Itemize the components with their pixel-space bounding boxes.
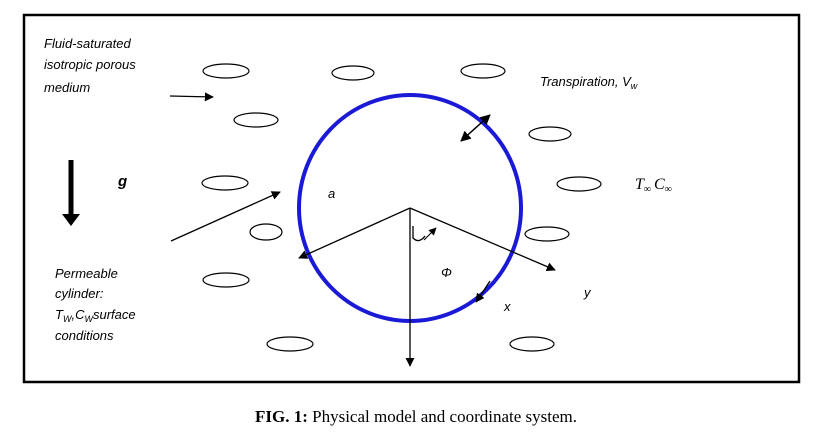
pore bbox=[460, 63, 506, 79]
pore bbox=[556, 176, 602, 192]
figure-caption: FIG. 1: Physical model and coordinate sy… bbox=[0, 407, 832, 427]
pore bbox=[524, 226, 570, 242]
cylinder-label-line4: conditions bbox=[55, 328, 114, 343]
pore bbox=[249, 223, 283, 241]
caption-label: FIG. 1: bbox=[254, 407, 308, 426]
cylinder-label-line2: cylinder: bbox=[55, 286, 104, 301]
transpiration-label: Transpiration, Vw bbox=[540, 74, 638, 91]
cylinder-label-line1: Permeable bbox=[55, 266, 118, 281]
y-axis-label: y bbox=[583, 285, 592, 300]
pore bbox=[266, 336, 314, 352]
cylinder-pointer-arrow bbox=[170, 191, 281, 242]
pore bbox=[201, 175, 249, 191]
gravity-arrowhead bbox=[62, 214, 80, 226]
radius-label: a bbox=[328, 186, 335, 201]
gravity-label: g bbox=[117, 173, 127, 190]
transpiration-arrow bbox=[460, 114, 491, 142]
pore bbox=[233, 112, 279, 128]
phi-angle-arc bbox=[412, 226, 426, 242]
x-axis-label: x bbox=[503, 299, 511, 314]
medium-pointer-arrow bbox=[169, 92, 214, 102]
caption-text: Physical model and coordinate system. bbox=[307, 407, 577, 426]
pore bbox=[202, 63, 250, 79]
medium-label-line1: Fluid-saturated bbox=[44, 36, 131, 51]
y-axis-arrow bbox=[409, 207, 556, 271]
figure-frame bbox=[22, 13, 801, 384]
pore bbox=[202, 272, 250, 288]
pore bbox=[509, 336, 555, 352]
medium-label-line2: isotropic porous bbox=[44, 57, 136, 72]
pore bbox=[331, 65, 375, 81]
radius-arrow bbox=[298, 207, 411, 259]
x-direction-arrow bbox=[475, 280, 491, 303]
phi-angle-arrow bbox=[423, 227, 437, 241]
pore bbox=[528, 126, 572, 142]
angle-phi-label: Φ bbox=[441, 265, 452, 280]
cylinder-label-line3: TW,CWsurface bbox=[55, 307, 136, 324]
porous-pores bbox=[201, 63, 602, 352]
ambient-conditions-label: T∞C∞ bbox=[635, 176, 672, 195]
medium-label-line3: medium bbox=[44, 80, 90, 95]
